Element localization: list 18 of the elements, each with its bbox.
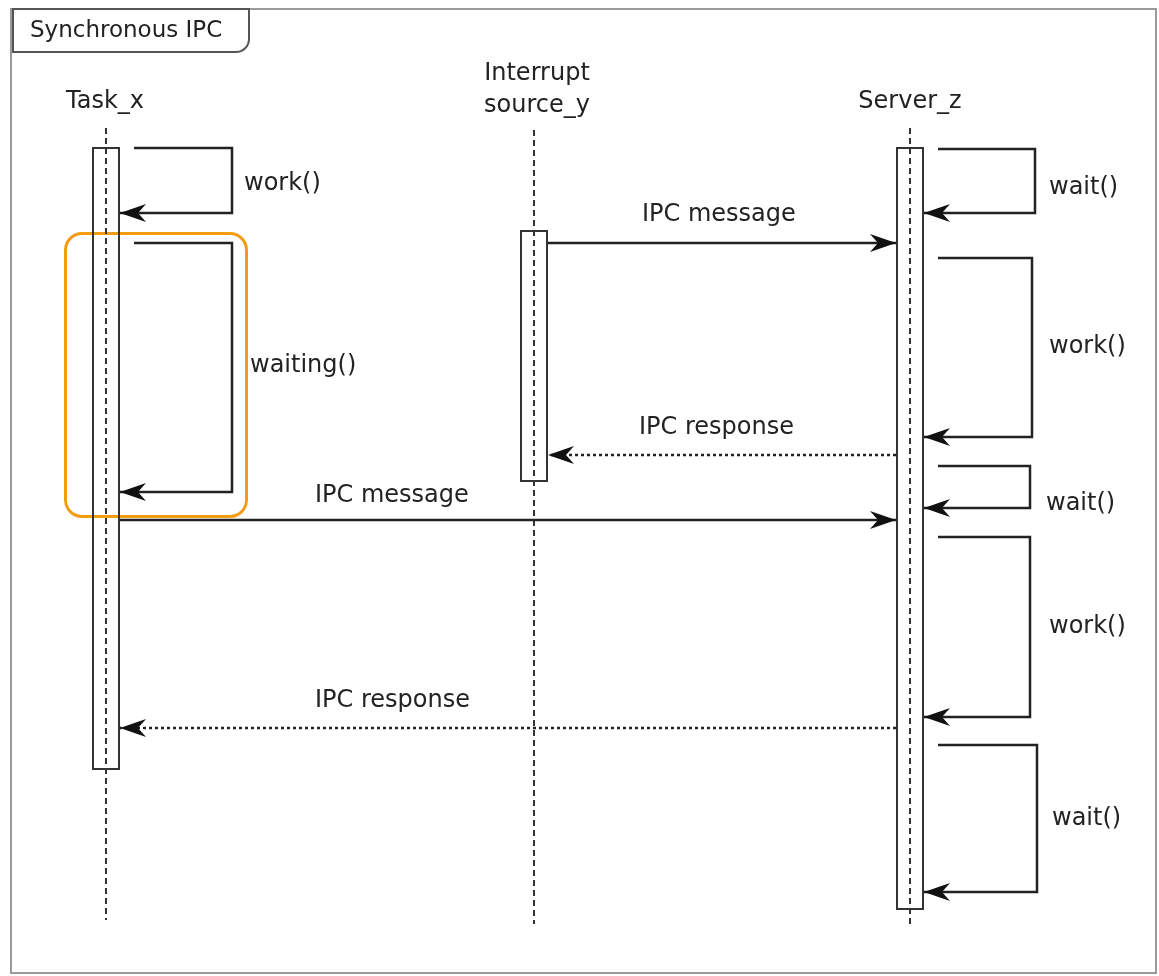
arrow (120, 511, 896, 529)
arrow (924, 535, 1032, 726)
arrow (924, 464, 1032, 517)
arrow (120, 241, 234, 501)
lifeline-label: Interrupt source_y (457, 56, 617, 121)
lifeline-label: Task_x (55, 84, 155, 117)
arrow (924, 256, 1034, 446)
lifeline-label: Server_z (850, 84, 970, 117)
arrow (120, 146, 234, 222)
arrow (924, 743, 1039, 901)
activation-bar (896, 147, 924, 910)
activation-bar (520, 230, 548, 482)
frame-title: Synchronous IPC (12, 8, 251, 54)
arrow (120, 719, 896, 737)
arrow (548, 446, 896, 464)
arrow (548, 234, 896, 252)
arrow (924, 147, 1037, 222)
activation-bar (92, 147, 120, 770)
